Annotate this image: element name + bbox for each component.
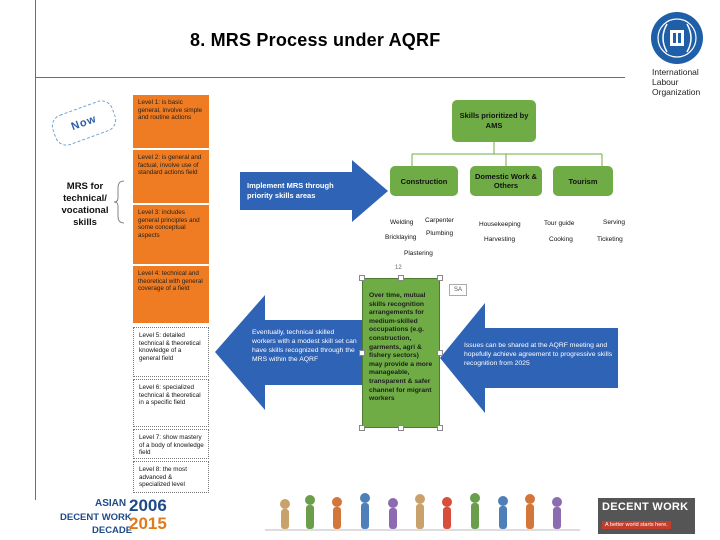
smart-art-icon[interactable]: SA: [449, 284, 467, 296]
resize-handle[interactable]: [398, 275, 404, 281]
issues-shared-text: Issues can be shared at the AQRF meeting…: [464, 342, 613, 367]
ilo-logo-icon: [651, 12, 703, 64]
badge-tagline: A better world starts here.: [602, 521, 671, 529]
level-3-box: Level 3: includes general principles and…: [133, 205, 209, 266]
resize-handle[interactable]: [359, 275, 365, 281]
level-4-box: Level 4: technical and theoretical with …: [133, 266, 209, 325]
resize-handle[interactable]: [437, 350, 443, 356]
level-7-box: Level 7: show mastery of a body of knowl…: [133, 429, 209, 459]
job-welding: Welding: [390, 219, 414, 226]
tourism-box: Tourism: [553, 166, 613, 196]
job-serving: Serving: [603, 219, 626, 226]
resize-handle[interactable]: [437, 275, 443, 281]
slide-title: 8. MRS Process under AQRF: [190, 30, 441, 50]
implement-mrs-text: Implement MRS through priority skills ar…: [247, 181, 334, 200]
left-divider-line: [35, 0, 36, 500]
mrs-label: MRS for technical/ vocational skills: [61, 181, 109, 228]
footer-year-start: 2006: [129, 496, 167, 515]
footer-asian: ASIAN: [95, 498, 127, 509]
now-tag: Now: [48, 97, 120, 149]
decent-work-badge: DECENT WORK A better world starts here.: [598, 498, 695, 534]
domestic-work-box: Domestic Work & Others: [470, 166, 542, 196]
now-tag-label: Now: [69, 112, 99, 134]
job-ticketing: Ticketing: [597, 236, 623, 243]
job-carpenter: Carpenter: [425, 217, 454, 224]
resize-handle[interactable]: [437, 425, 443, 431]
level-6-box: Level 6: specialized technical & theoret…: [133, 379, 209, 427]
job-harvesting: Harvesting: [484, 236, 516, 243]
tree-connectors: [411, 142, 603, 166]
footer-decade: DECADE: [92, 525, 133, 536]
level-8-box: Level 8: the most advanced & specialized…: [133, 461, 209, 493]
brace-icon: [113, 180, 125, 224]
skills-prioritized-box: Skills prioritized by AMS: [452, 100, 536, 142]
job-tour-guide: Tour guide: [544, 220, 575, 227]
mutual-recognition-textbox[interactable]: Over time, mutual skills recognition arr…: [362, 278, 440, 428]
job-housekeeping: Housekeeping: [479, 221, 521, 228]
resize-handle[interactable]: [359, 425, 365, 431]
level-5-box: Level 5: detailed technical & theoretica…: [133, 327, 209, 377]
level-2-box: Level 2: is general and factual, involve…: [133, 150, 209, 205]
construction-box: Construction: [390, 166, 458, 196]
right-arrow-shape: [240, 160, 388, 222]
org-line: Organization: [652, 87, 701, 97]
organization-name: International Labour Organization: [652, 67, 700, 97]
level-1-box: Level 1: is basic general, involve simpl…: [133, 95, 209, 150]
job-bricklaying: Bricklaying: [385, 234, 417, 241]
footer-decent-work: DECENT WORK: [60, 512, 132, 523]
header-divider-line: [35, 77, 625, 78]
org-line: Labour: [652, 77, 679, 87]
resize-handle[interactable]: [359, 350, 365, 356]
org-line: International: [652, 67, 699, 77]
footer-year-end: 2015: [129, 514, 167, 533]
job-plastering: Plastering: [404, 250, 433, 257]
resize-handle[interactable]: [398, 425, 404, 431]
left-arrow-shape: [215, 295, 363, 410]
badge-title: DECENT WORK: [602, 501, 689, 513]
job-cooking: Cooking: [549, 236, 573, 243]
left-arrow-shape: [440, 303, 618, 413]
rotation-handle-label: 12: [395, 265, 402, 271]
eventually-text: Eventually, technical skilled workers wi…: [252, 329, 357, 363]
job-plumbing: Plumbing: [426, 230, 454, 237]
workers-illustration-icon: [265, 493, 580, 531]
